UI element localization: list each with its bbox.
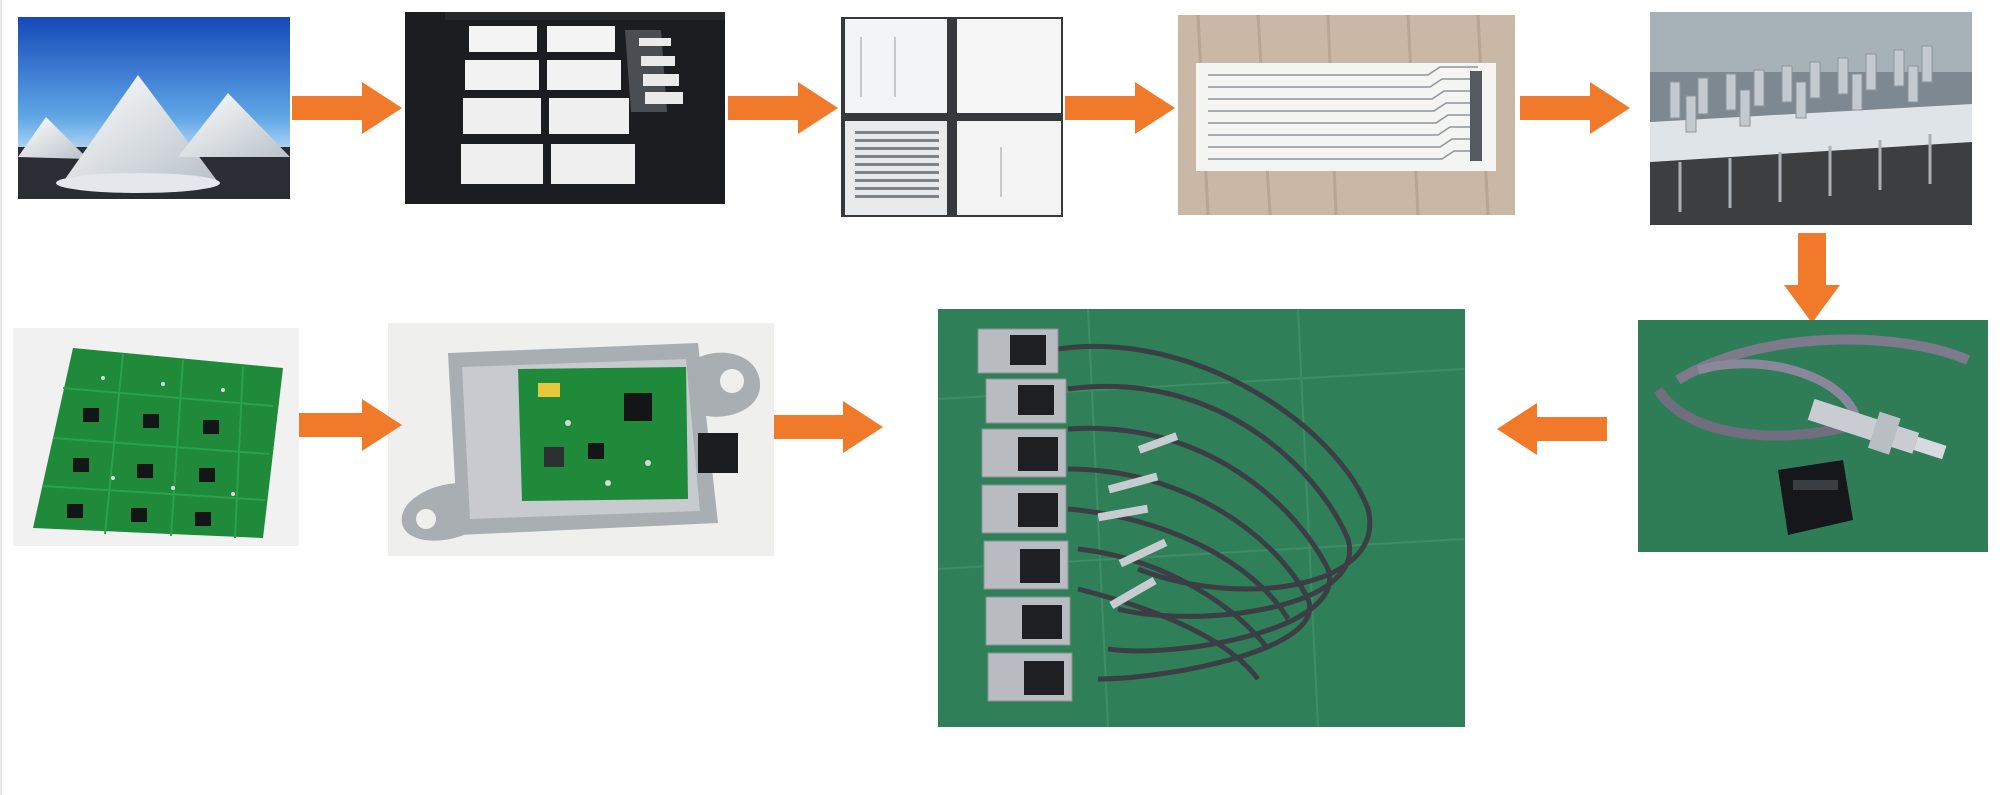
arrow-right-5 xyxy=(292,399,402,451)
step-control-module xyxy=(388,323,774,556)
powder-piles-photo-icon xyxy=(18,17,290,199)
finished-sensors-photo-icon xyxy=(938,309,1465,727)
arrow-down-icon xyxy=(1784,233,1840,323)
arrow-right-icon xyxy=(773,401,883,453)
arrow-left-icon xyxy=(1497,403,1607,455)
sensor-elements-fixture-photo-icon xyxy=(1650,12,1972,225)
arrow-left xyxy=(1497,403,1607,455)
step-sensor-strips xyxy=(1178,15,1515,215)
step-probe-assembly xyxy=(1638,320,1988,552)
arrow-right-1 xyxy=(292,82,402,134)
step-finished-sensors xyxy=(938,309,1465,727)
arrow-right-6 xyxy=(773,401,883,453)
page-left-border xyxy=(0,0,2,795)
arrow-right-icon xyxy=(292,82,402,134)
arrow-right-icon xyxy=(292,399,402,451)
ceramic-sheets-photo-icon xyxy=(405,12,725,204)
control-module-photo-icon xyxy=(388,323,774,556)
step-pcb-panel xyxy=(13,328,299,546)
printed-tiles-photo-icon xyxy=(841,17,1063,217)
arrow-right-4 xyxy=(1520,82,1630,134)
step-substrate-sheets xyxy=(405,12,725,204)
probe-cable-photo-icon xyxy=(1638,320,1988,552)
step-powder xyxy=(18,17,290,199)
arrow-right-3 xyxy=(1065,82,1175,134)
arrow-right-2 xyxy=(728,82,838,134)
sensor-strips-photo-icon xyxy=(1178,15,1515,215)
arrow-right-icon xyxy=(728,82,838,134)
pcb-panel-photo-icon xyxy=(13,328,299,546)
step-sensor-elements xyxy=(1650,12,1972,225)
arrow-right-icon xyxy=(1520,82,1630,134)
step-printed-tiles xyxy=(841,17,1063,217)
arrow-right-icon xyxy=(1065,82,1175,134)
arrow-down xyxy=(1784,233,1840,323)
